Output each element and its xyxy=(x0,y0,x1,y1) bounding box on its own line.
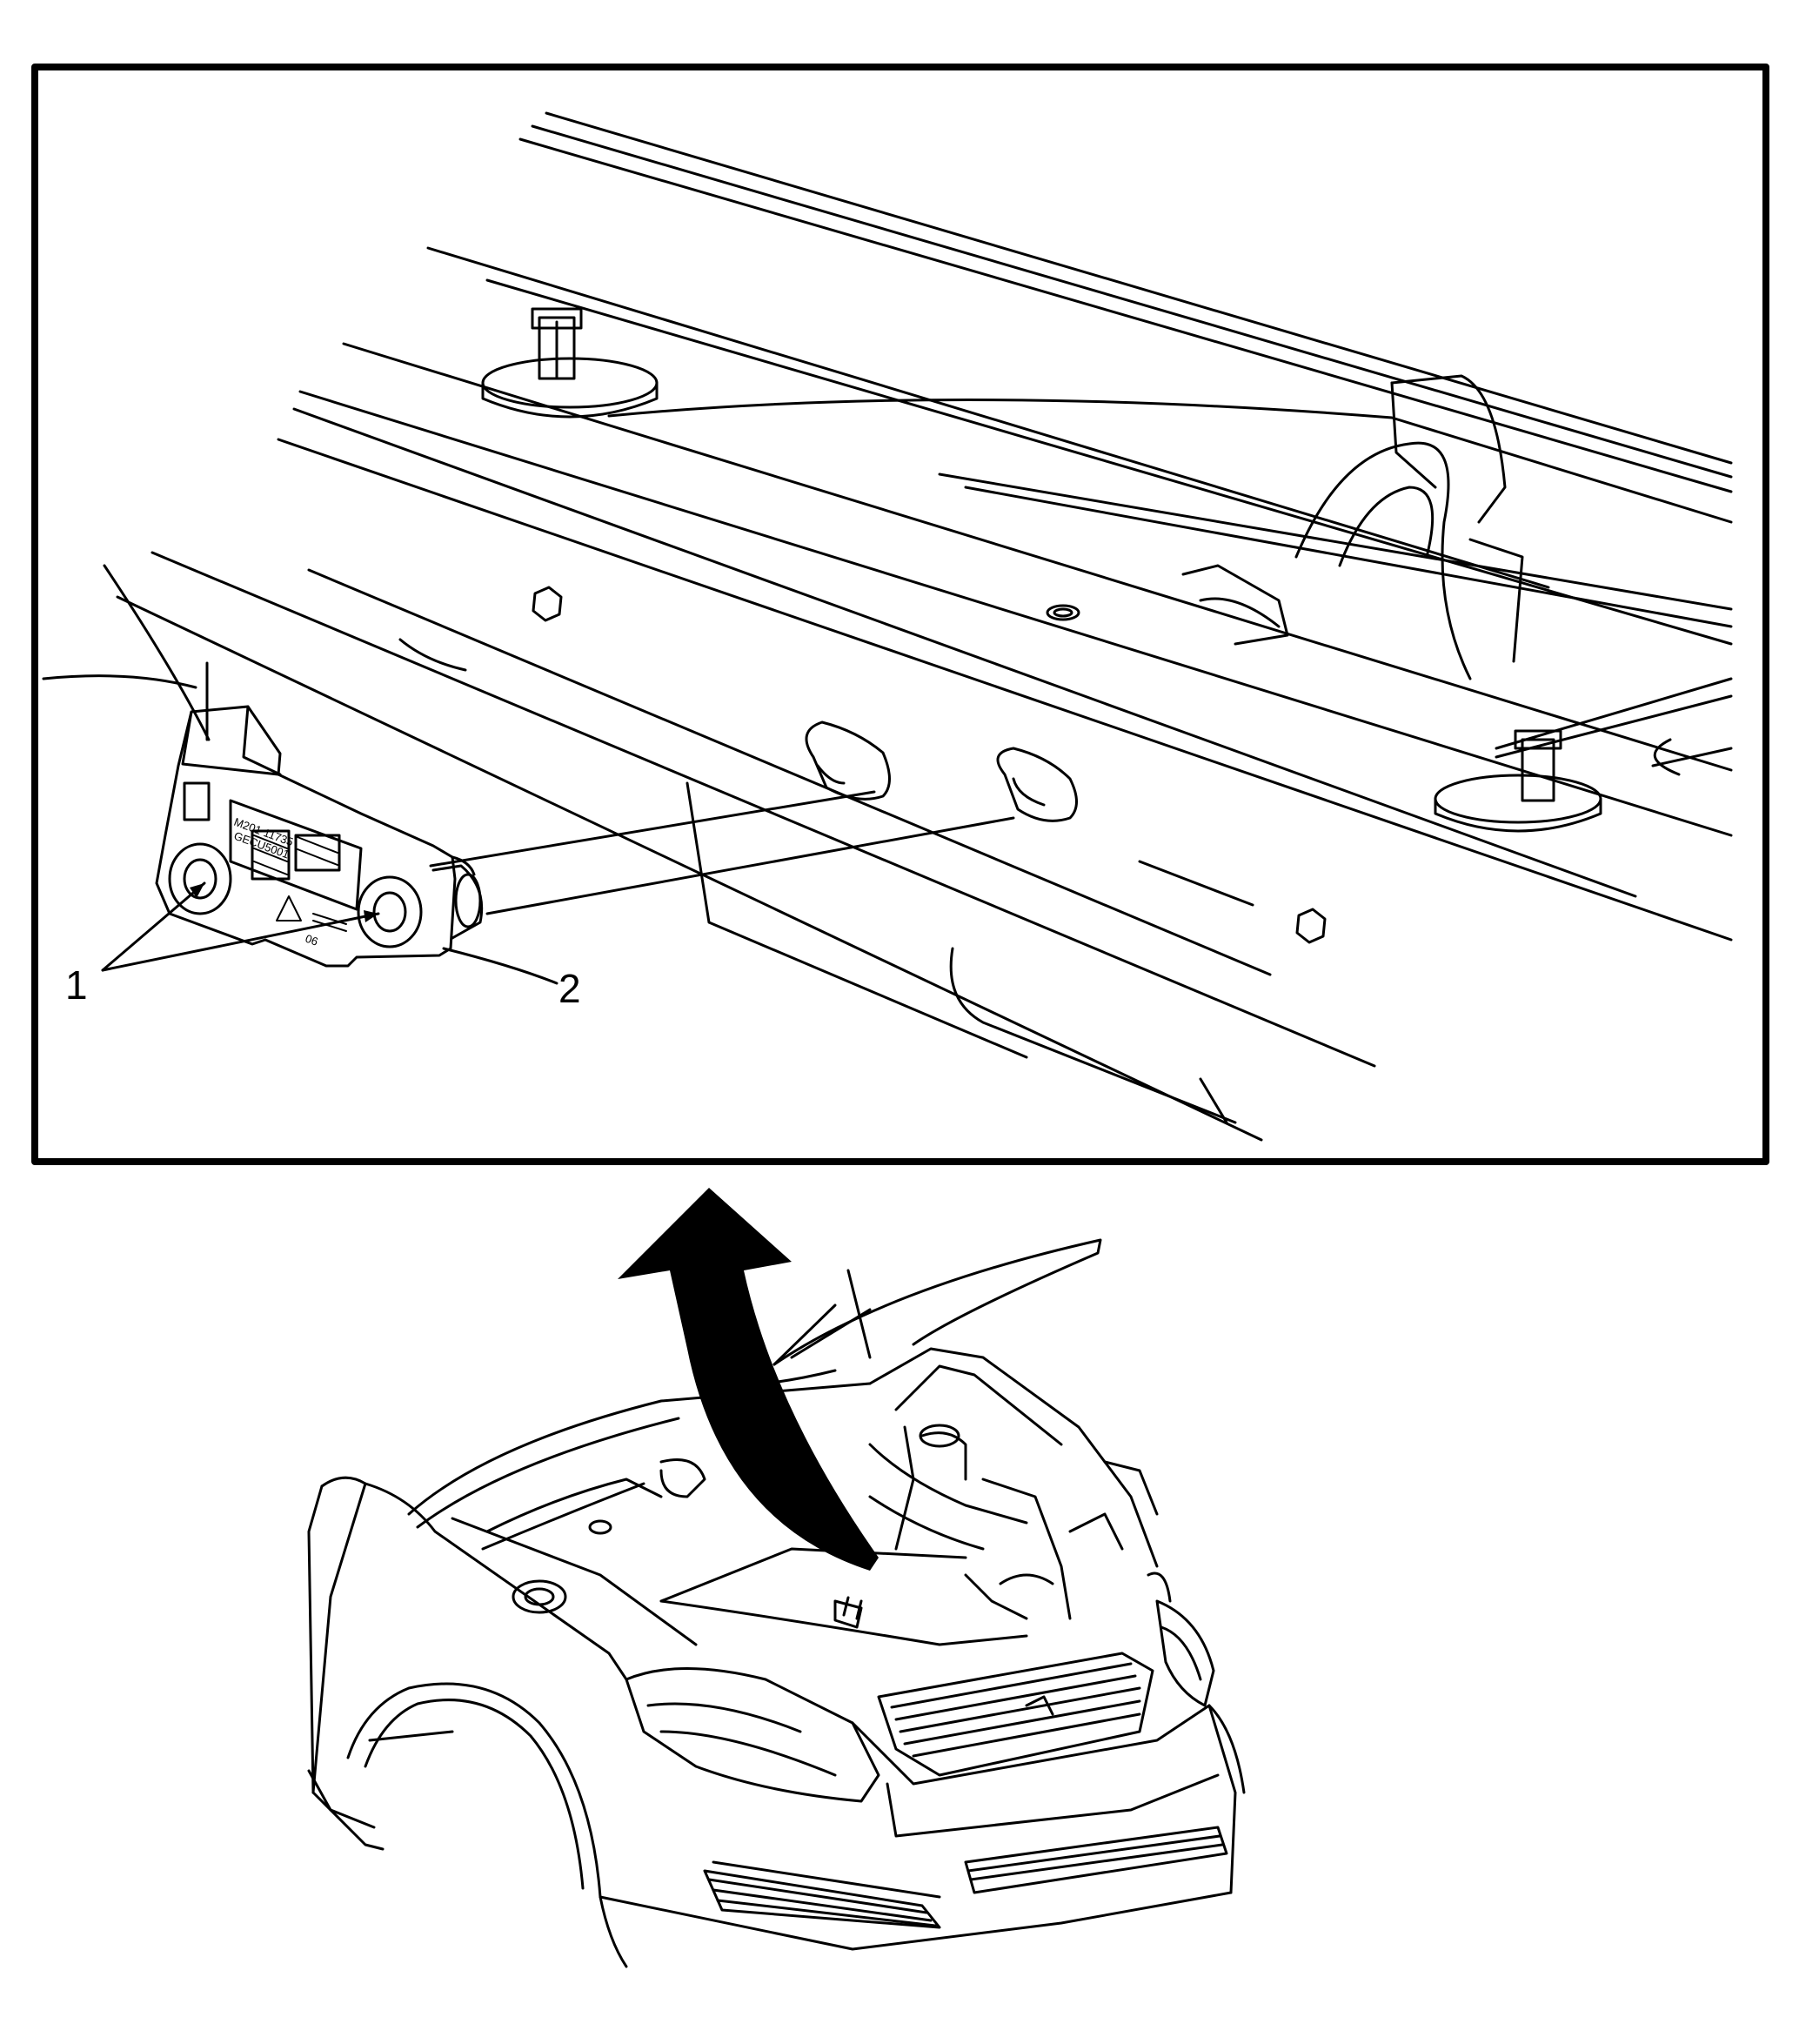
vehicle-front-view xyxy=(307,1238,1246,1968)
radiator-support xyxy=(868,1347,1172,1620)
headlamp-right xyxy=(1155,1599,1215,1707)
left-panel-edge xyxy=(42,674,197,689)
body-outline xyxy=(307,1476,1233,1968)
callout-1: 1 xyxy=(65,962,88,1008)
detail-frame xyxy=(31,64,1769,1165)
grille xyxy=(877,1652,1154,1777)
mounting-stud-left xyxy=(481,307,659,419)
headlamp-left xyxy=(625,1667,880,1803)
hex-holes xyxy=(532,586,1327,944)
sensor-mounting-holes xyxy=(805,720,1078,822)
mounting-stud-right xyxy=(1434,729,1602,833)
sensor-label-code: 06 xyxy=(304,932,320,948)
upper-structure-rails xyxy=(277,111,1733,942)
locator-arrow xyxy=(618,1188,879,1571)
front-bumper xyxy=(712,1704,1246,1899)
engine-compartment xyxy=(407,1382,1028,1646)
callout-arrowheads xyxy=(190,883,378,922)
upper-bracket-assembly xyxy=(607,374,1733,776)
lower-grille-center xyxy=(964,1826,1228,1894)
installation-lines xyxy=(429,790,1015,915)
open-hood xyxy=(764,1238,1102,1385)
front-impact-sensor xyxy=(155,705,484,968)
detail-view: M201 11735 GECU5001 06 xyxy=(31,64,1769,1165)
lower-grille-left xyxy=(703,1869,941,1929)
callout-leaders xyxy=(101,881,558,985)
cross-member-body xyxy=(103,551,1376,1142)
callout-2: 2 xyxy=(558,966,581,1011)
